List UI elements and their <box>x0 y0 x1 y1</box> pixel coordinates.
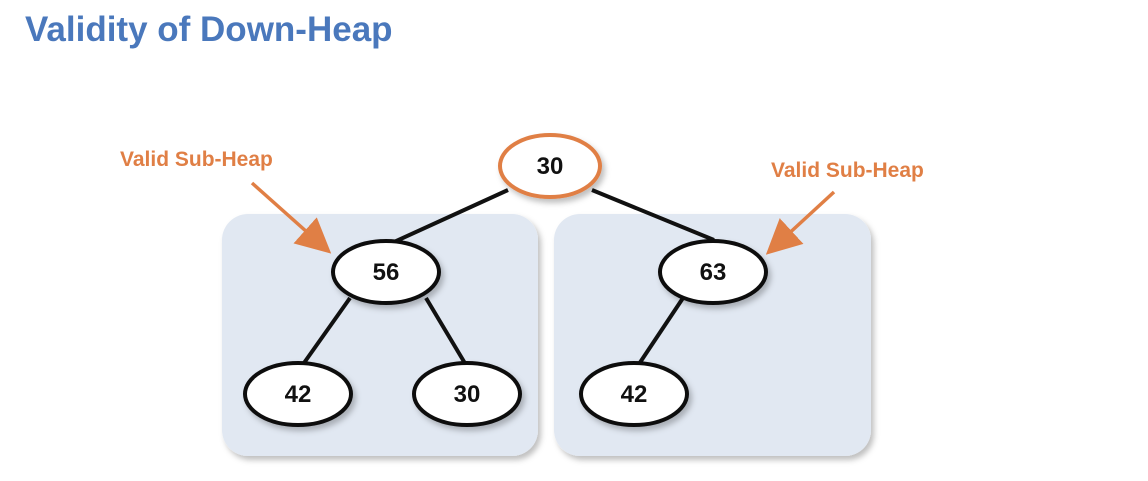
node-left-value: 56 <box>373 259 400 286</box>
node-right: 63 <box>658 239 768 305</box>
edge-left-leftright <box>424 296 471 372</box>
edge-root-right <box>591 188 715 242</box>
node-left: 56 <box>331 239 441 305</box>
slide-title: Validity of Down-Heap <box>25 10 393 49</box>
node-right-left-value: 42 <box>621 381 648 408</box>
annotation-right-arrow <box>765 190 836 255</box>
annotation-right-label: Valid Sub-Heap <box>771 159 924 182</box>
node-right-left: 42 <box>579 361 689 427</box>
node-left-left-value: 42 <box>285 381 312 408</box>
node-left-right: 30 <box>412 361 522 427</box>
annotation-left-label: Valid Sub-Heap <box>120 148 273 171</box>
node-root: 30 <box>498 133 602 199</box>
edge-right-rightleft <box>633 296 685 372</box>
edge-left-leftleft <box>297 296 352 372</box>
node-left-left: 42 <box>243 361 353 427</box>
node-left-right-value: 30 <box>454 381 481 408</box>
node-root-value: 30 <box>537 153 564 180</box>
annotation-left-arrow <box>250 181 332 254</box>
node-right-value: 63 <box>700 259 727 286</box>
